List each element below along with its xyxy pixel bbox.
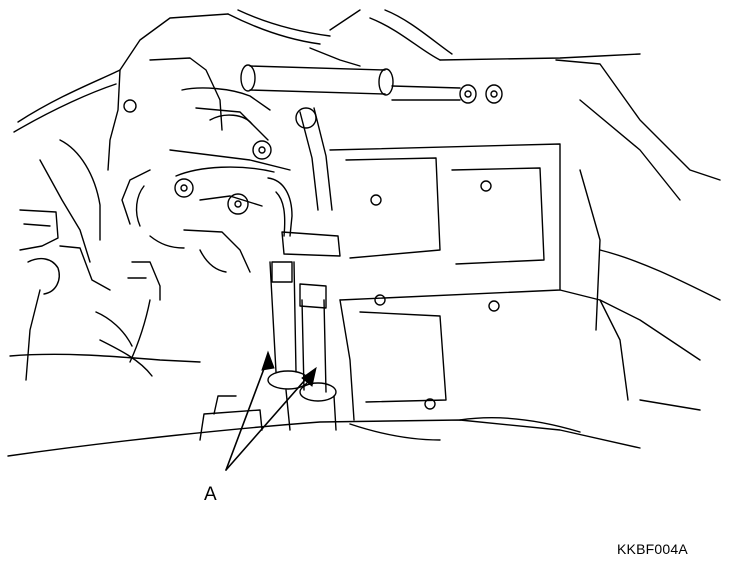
figure-code: KKBF004A: [617, 541, 688, 557]
horizontal-pipe: [249, 65, 386, 71]
leader-line-left: [225, 357, 269, 471]
right-panel-outline: [329, 143, 561, 301]
arrowhead-right: [301, 366, 317, 387]
callout-label-a: A: [204, 484, 217, 505]
leader-line-right: [225, 371, 313, 471]
upper-hose: [227, 13, 321, 45]
hose-a-left: [269, 261, 277, 373]
arrowhead-left: [261, 350, 275, 371]
left-fender-outline: [17, 13, 229, 123]
wiring-harness: [131, 261, 161, 301]
lower-body-outline: [7, 419, 641, 457]
